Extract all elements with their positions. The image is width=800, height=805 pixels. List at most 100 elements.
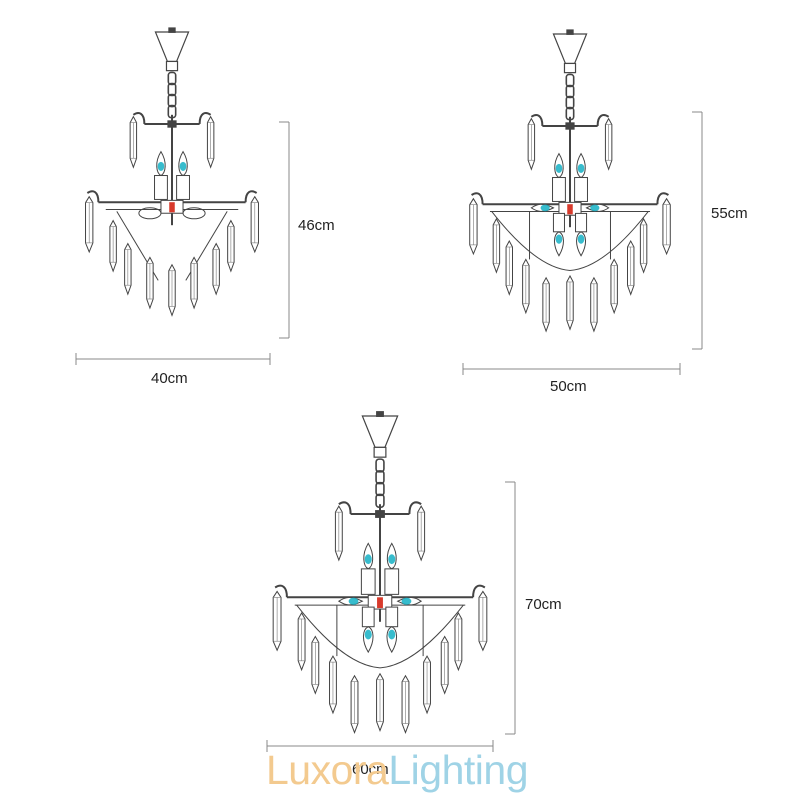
crystal-prism <box>297 611 306 672</box>
candle-bulb <box>552 152 566 202</box>
crystal-prism <box>604 117 613 171</box>
candle-bulb <box>574 152 588 202</box>
chain-link <box>565 73 575 88</box>
bulb-glow <box>401 597 412 605</box>
crystal-prism <box>311 635 320 695</box>
ceiling-canopy <box>552 33 588 65</box>
chain-link <box>375 470 385 485</box>
arm-hook <box>244 190 258 203</box>
crystal-prism <box>478 590 488 652</box>
bulb-glow <box>555 163 563 174</box>
chandelier-medium <box>469 29 671 333</box>
crystal-prism <box>542 276 550 333</box>
lower-frame <box>296 604 464 669</box>
arm-hook <box>471 192 484 205</box>
hanging-sleeve <box>385 606 399 628</box>
small-height-label: 46cm <box>298 217 335 234</box>
canopy-cap <box>376 411 384 417</box>
arm-hook <box>198 112 212 125</box>
chain-link <box>167 71 177 86</box>
crystal-prism <box>492 217 501 274</box>
bulb-glow <box>388 629 396 640</box>
candle-bulb <box>384 542 400 595</box>
crystal-prism <box>168 263 176 317</box>
bulb-glow <box>577 234 585 244</box>
arm-hook <box>338 501 352 515</box>
hanging-sleeve <box>361 606 375 628</box>
bulb-glow <box>348 597 359 605</box>
arm-hook <box>86 190 100 203</box>
side-bulb <box>530 203 555 212</box>
chain-link <box>565 84 575 99</box>
medium-width-dimension <box>462 363 681 375</box>
small-width-dimension <box>75 353 271 365</box>
crystal-prism <box>627 239 635 296</box>
arm-hook <box>530 114 544 127</box>
crystal-prism <box>227 219 235 273</box>
candle-sleeve <box>552 177 566 202</box>
chain-link <box>375 481 385 497</box>
bulb-socket <box>182 207 206 220</box>
hanging-sleeve <box>575 212 588 233</box>
arm-hook <box>132 112 146 125</box>
candle-sleeve <box>154 175 168 200</box>
crystal-prism <box>639 217 648 274</box>
brand-word-luxora: Luxora <box>266 747 389 793</box>
crystal-prism <box>350 674 359 734</box>
large-height-dimension <box>505 481 516 735</box>
crystal-prism <box>129 115 138 169</box>
medium-height-dimension <box>692 111 703 350</box>
crystal-prism <box>527 117 536 171</box>
hanging-bulb <box>386 626 398 654</box>
crystal-prism <box>212 242 220 296</box>
chain-link <box>565 95 575 110</box>
bulb-socket <box>138 207 162 220</box>
bulb-glow <box>364 554 372 565</box>
bulb-glow <box>364 629 372 640</box>
brand-logo: LuxoraLighting <box>266 750 528 791</box>
side-bulb <box>396 597 423 606</box>
crystal-prism <box>334 505 343 562</box>
crystal-prism <box>454 611 463 672</box>
chain-link <box>375 458 385 473</box>
medium-height-label: 55cm <box>711 205 748 222</box>
small-height-dimension <box>279 121 290 339</box>
small-width-label: 40cm <box>151 370 188 387</box>
brand-word-lighting: Lighting <box>388 747 528 793</box>
canopy-neck <box>373 446 387 458</box>
crystal-prism <box>146 256 154 310</box>
arm-hook <box>472 584 486 598</box>
chain-link <box>167 82 177 97</box>
bulb-glow <box>388 554 396 565</box>
medium-width-label: 50cm <box>550 378 587 395</box>
candle-bulb <box>360 542 376 595</box>
chain-link <box>167 93 177 108</box>
crystal-prism <box>250 195 259 254</box>
crystal-prism <box>85 195 94 254</box>
crystal-prism <box>440 635 449 695</box>
arm-hook <box>656 192 669 205</box>
crystal-prism <box>610 258 618 315</box>
crystal-prism <box>272 590 282 652</box>
crystal-prism <box>522 258 530 315</box>
bulb-glow <box>555 234 563 244</box>
canopy-cap <box>168 27 176 33</box>
ceiling-canopy <box>154 31 190 63</box>
bulb-glow <box>179 161 187 172</box>
crystal-prism <box>206 115 215 169</box>
crystal-prism <box>124 242 132 296</box>
large-height-label: 70cm <box>525 596 562 613</box>
large-width-label: 60cm <box>352 761 389 778</box>
candle-sleeve <box>384 568 400 595</box>
crystal-prism <box>109 219 117 273</box>
red-connector <box>567 204 573 215</box>
lower-frame <box>491 211 649 271</box>
red-connector <box>169 202 175 213</box>
candle-sleeve <box>360 568 376 595</box>
crystal-prism <box>662 197 671 256</box>
hanging-bulb <box>576 231 587 257</box>
crystal-prism <box>590 276 598 333</box>
large-width-dimension <box>266 740 494 752</box>
